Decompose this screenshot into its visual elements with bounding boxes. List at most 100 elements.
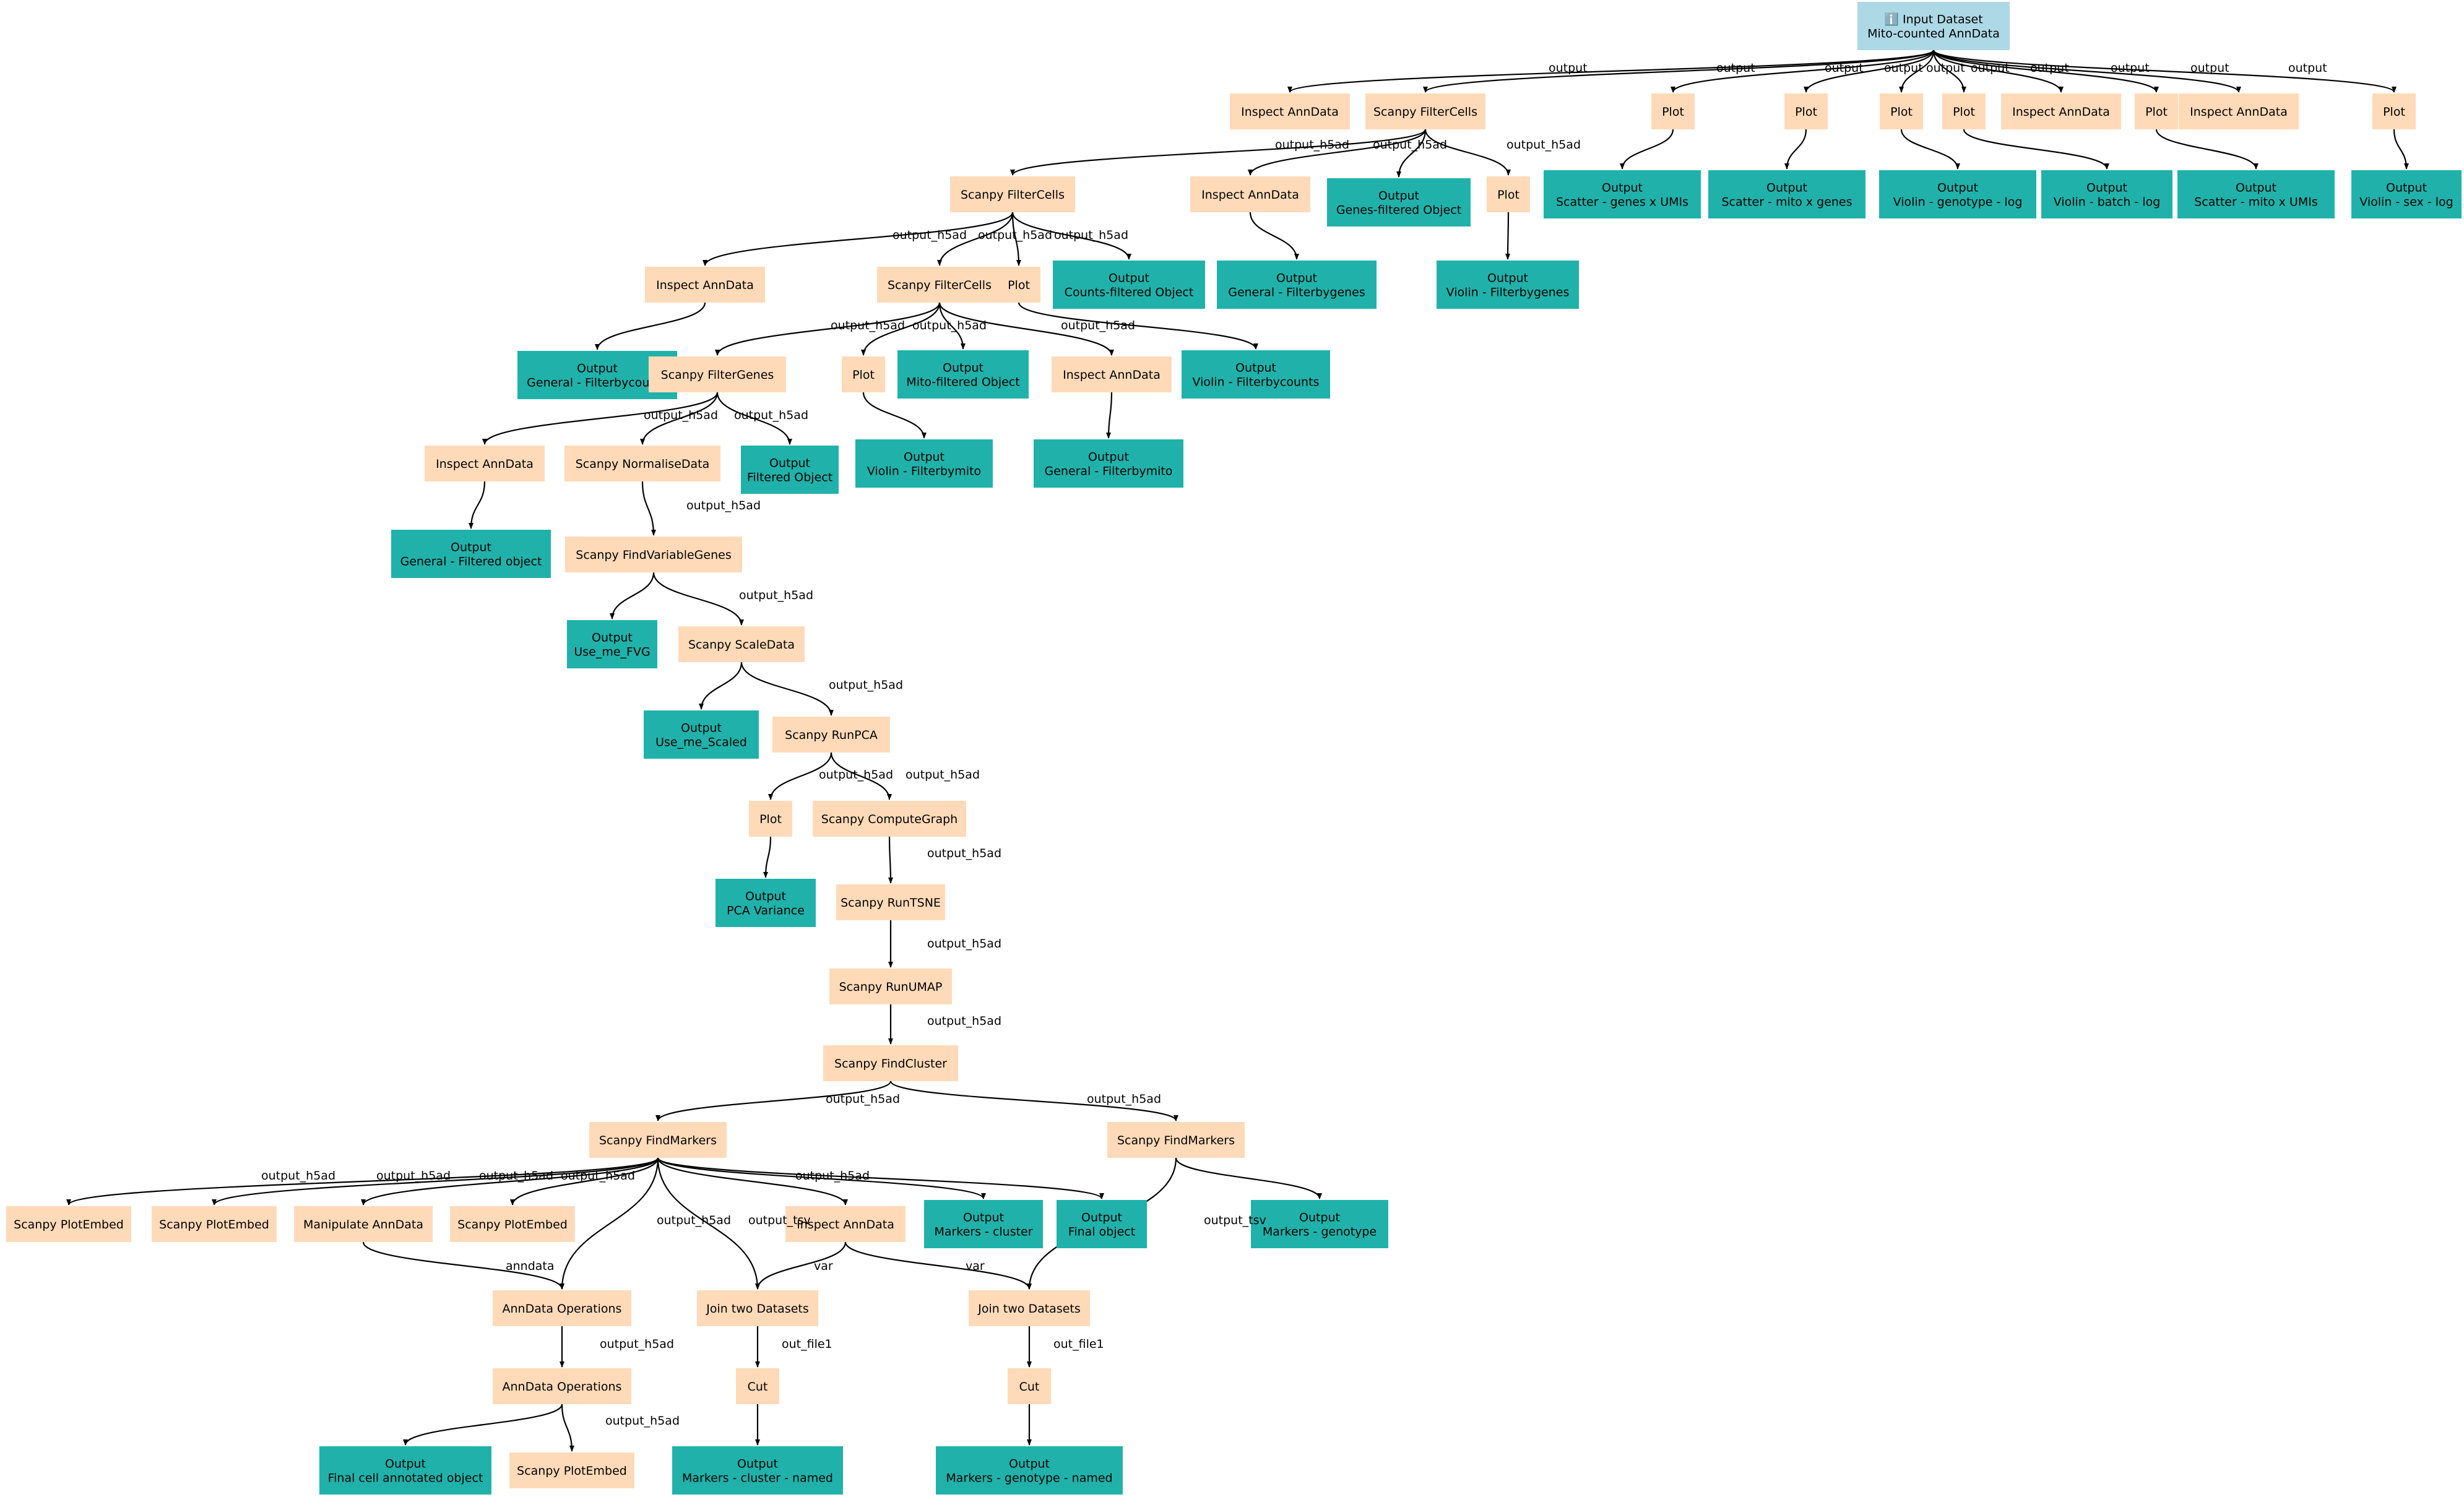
node-tool[interactable]: Inspect AnnData <box>1052 356 1172 392</box>
edge-n23-n32 <box>1018 302 1258 350</box>
node-label: Plot <box>1795 105 1817 119</box>
node-label: Violin - sex - log <box>2359 196 2453 209</box>
edge-label: output_h5ad <box>927 937 1001 951</box>
node-label: Scanpy NormaliseData <box>576 457 710 471</box>
edge-n2-n13 <box>1396 129 1427 178</box>
node-label: Output <box>1235 361 1276 375</box>
node-tool[interactable]: Scanpy PlotEmbed <box>6 1206 131 1242</box>
edge-label: output_h5ad <box>657 1214 731 1227</box>
node-label: Markers - cluster <box>934 1225 1032 1239</box>
node-tool[interactable]: Inspect AnnData <box>1190 176 1310 212</box>
node-tool[interactable]: Inspect AnnData <box>785 1206 906 1242</box>
edge-label: output_h5ad <box>912 319 987 332</box>
node-box <box>823 1045 958 1081</box>
edge-label: output_h5ad <box>906 768 980 782</box>
node-tool[interactable]: Plot <box>2372 93 2416 129</box>
node-tool[interactable]: Inspect AnnData <box>2001 93 2121 129</box>
node-tool[interactable]: Scanpy RunUMAP <box>829 969 952 1004</box>
node-tool[interactable]: Scanpy FilterCells <box>877 267 1002 303</box>
node-tool[interactable]: Scanpy NormaliseData <box>564 446 720 481</box>
edge-n41-n42 <box>699 662 743 710</box>
node-tool[interactable]: Scanpy FindMarkers <box>589 1122 727 1158</box>
node-tool[interactable]: Join two Datasets <box>969 1290 1090 1326</box>
node-tool[interactable]: Plot <box>1784 93 1828 129</box>
node-box <box>1182 350 1330 399</box>
node-tool[interactable]: Scanpy FindMarkers <box>1107 1122 1245 1158</box>
node-tool[interactable]: Scanpy RunPCA <box>772 717 890 753</box>
node-tool[interactable]: Scanpy FilterCells <box>1365 93 1485 129</box>
node-label: Join two Datasets <box>977 1302 1081 1316</box>
node-tool[interactable]: Plot <box>842 356 885 392</box>
node-tool[interactable]: Inspect AnnData <box>2179 93 2299 129</box>
node-tool[interactable]: Inspect AnnData <box>1230 93 1350 129</box>
node-label: Markers - genotype <box>1263 1225 1377 1239</box>
edge-n0-n10 <box>1932 50 2397 93</box>
node-tool[interactable]: Plot <box>1487 176 1530 212</box>
node-tool[interactable]: Plot <box>1942 93 1986 129</box>
edge-n0-n7 <box>1932 50 2064 93</box>
node-tool[interactable]: Plot <box>997 267 1040 303</box>
node-tool[interactable]: Scanpy PlotEmbed <box>450 1206 575 1242</box>
node-tool[interactable]: Scanpy FilterCells <box>950 176 1075 212</box>
node-tool[interactable]: Scanpy FilterGenes <box>649 356 786 392</box>
node-tool[interactable]: Scanpy FindVariableGenes <box>565 537 742 572</box>
node-label: Markers - cluster - named <box>682 1472 833 1485</box>
node-tool[interactable]: Scanpy PlotEmbed <box>509 1452 634 1488</box>
node-tool[interactable]: Scanpy PlotEmbed <box>152 1206 277 1242</box>
node-tool[interactable]: Cut <box>736 1368 779 1404</box>
node-tool[interactable]: Scanpy ScaleData <box>678 626 805 662</box>
node-box <box>897 350 1029 399</box>
node-tool[interactable]: Join two Datasets <box>697 1290 818 1326</box>
node-label: Cut <box>1019 1380 1040 1394</box>
node-tool[interactable]: AnnData Operations <box>493 1368 631 1404</box>
node-tool[interactable]: Inspect AnnData <box>645 267 765 303</box>
edge-label: output_h5ad <box>1061 319 1135 332</box>
node-tool[interactable]: Plot <box>1651 93 1695 129</box>
node-tool[interactable]: Plot <box>749 801 792 837</box>
node-label: Final object <box>1068 1225 1135 1239</box>
node-label: Inspect AnnData <box>436 457 534 471</box>
node-tool[interactable]: Inspect AnnData <box>425 446 545 481</box>
node-tool[interactable]: Plot <box>1880 93 1923 129</box>
node-label: Inspect AnnData <box>1241 105 1339 119</box>
node-tool[interactable]: Scanpy RunTSNE <box>836 884 945 920</box>
node-tool[interactable]: Manipulate AnnData <box>294 1206 433 1242</box>
edge-n21-n27 <box>595 302 706 350</box>
node-tool[interactable]: Plot <box>2135 93 2178 129</box>
node-tool[interactable]: AnnData Operations <box>493 1290 631 1326</box>
node-label: Output <box>1378 189 1419 203</box>
edge-label: output_h5ad <box>826 1092 900 1106</box>
node-box <box>1034 439 1183 488</box>
node-label: Output <box>1602 181 1643 195</box>
node-tool[interactable]: Cut <box>1008 1368 1051 1404</box>
node-tool[interactable]: Scanpy ComputeGraph <box>813 801 966 837</box>
node-tool[interactable]: Scanpy FindCluster <box>823 1045 958 1081</box>
